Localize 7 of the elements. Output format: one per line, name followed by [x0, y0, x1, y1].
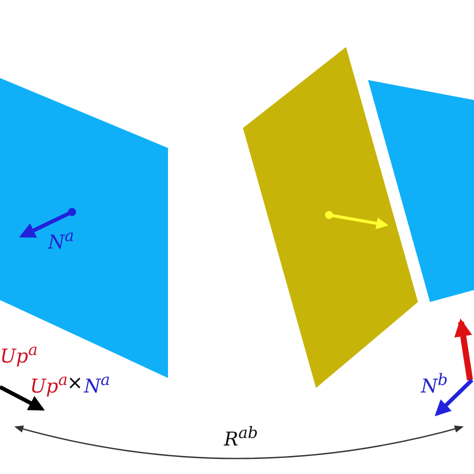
vector-label: Up$^{a}$ [30, 372, 68, 396]
vector-label: N$^{a}$ [48, 228, 74, 252]
vector-label: N$^{a}$ [84, 372, 110, 396]
rotation-label: R$^{ab}$ [224, 425, 258, 450]
cross-symbol: × [67, 374, 83, 393]
vector-label: Up$^{a}$ [0, 342, 38, 366]
vector-label: N$^{b}$ [421, 372, 448, 396]
